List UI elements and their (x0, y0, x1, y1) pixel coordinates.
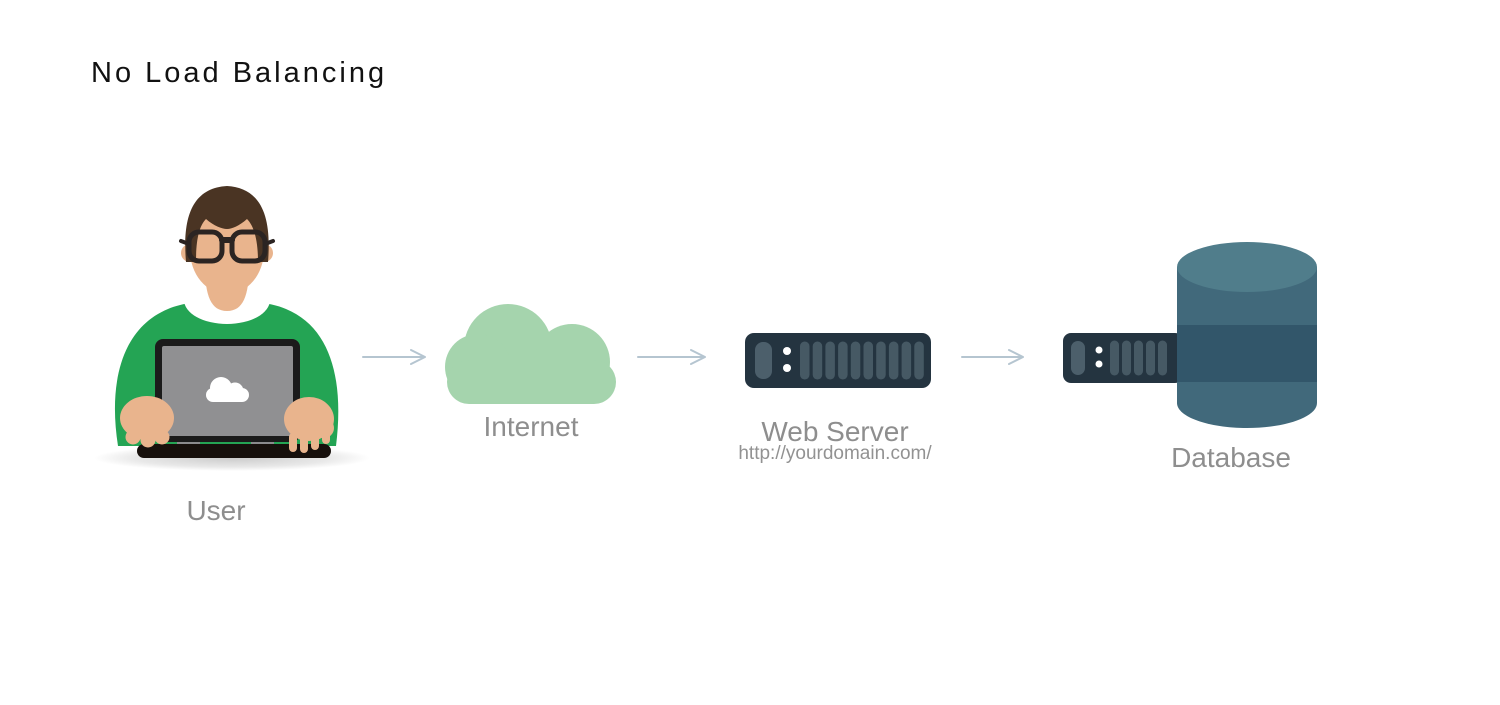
hair (185, 186, 269, 262)
laptop-icon (137, 339, 331, 458)
database-label: Database (1171, 442, 1291, 473)
diagram-title: No Load Balancing (91, 57, 388, 89)
server-handle (755, 342, 772, 379)
arrow-internet-server-icon (637, 349, 706, 365)
database-rack-leds (1095, 346, 1103, 368)
arrow-server-database-icon (961, 349, 1024, 365)
cloud-logo-icon (206, 377, 249, 402)
laptop-hinge (177, 439, 200, 447)
cylinder-band (1177, 325, 1317, 382)
arrow-user-internet-icon (362, 349, 426, 365)
cloud-icon (445, 304, 616, 404)
user-icon (94, 186, 370, 471)
user-label: User (186, 495, 246, 526)
face (190, 206, 264, 294)
web-server-url: http://yourdomain.com/ (738, 443, 932, 464)
database-icon (1063, 242, 1317, 428)
cylinder-top (1177, 242, 1317, 292)
left-hand (120, 396, 174, 448)
server-leds (783, 347, 791, 372)
server-rack-icon (745, 333, 931, 388)
flow-arrows (362, 349, 1024, 365)
right-hand (284, 397, 334, 453)
database-rack-icon (1063, 333, 1183, 383)
glasses-icon (179, 229, 275, 264)
internet-label: Internet (483, 411, 579, 442)
database-rack-vents (1110, 340, 1167, 376)
laptop-base (137, 444, 331, 458)
web-server-label: Web Server (761, 416, 909, 447)
laptop-hinge (251, 439, 274, 447)
server-vents (800, 341, 924, 380)
